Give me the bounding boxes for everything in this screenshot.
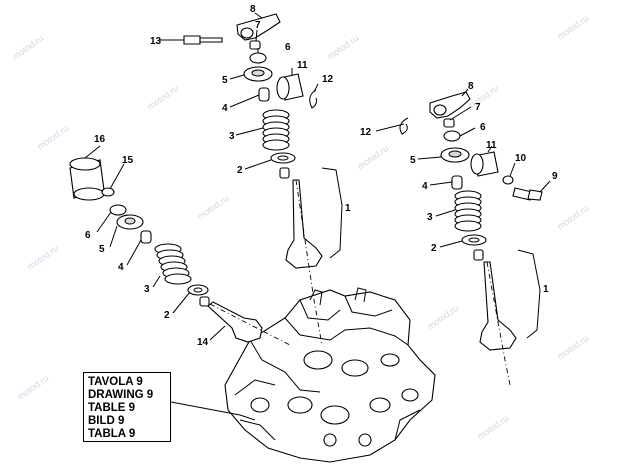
valve-spring-left — [154, 243, 192, 285]
callout-8: 8 — [468, 81, 474, 92]
watermark-text: motod.ru — [555, 333, 590, 362]
callout-14: 14 — [197, 337, 209, 348]
callout-3: 3 — [427, 212, 433, 223]
callout-4: 4 — [118, 262, 124, 273]
watermark-text: motod.ru — [475, 413, 510, 442]
valve-spring-center — [262, 109, 290, 151]
callout-5: 5 — [410, 155, 416, 166]
watermark-text: motod.ru — [425, 303, 460, 332]
callout-2: 2 — [431, 243, 437, 254]
watermark-text: motod.ru — [325, 33, 360, 62]
watermark-text: motod.ru — [35, 123, 70, 152]
cylinder-head — [224, 287, 436, 463]
callout-1: 1 — [543, 284, 549, 295]
watermark-text: motod.ru — [355, 143, 390, 172]
watermark-text: motod.ru — [195, 193, 230, 222]
callout-11: 11 — [297, 60, 308, 71]
callout-6: 6 — [480, 122, 486, 133]
callout-9: 9 — [552, 171, 558, 182]
callout-6: 6 — [85, 230, 91, 241]
callout-7: 7 — [475, 102, 481, 113]
callout-12: 12 — [360, 127, 372, 138]
callout-4: 4 — [222, 103, 228, 114]
title-line-tavola: TAVOLA 9 — [88, 376, 143, 388]
callout-1: 1 — [345, 203, 351, 214]
watermark-text: motod.ru — [555, 13, 590, 42]
watermark-text: motod.ru — [145, 83, 180, 112]
title-block: TAVOLA 9 DRAWING 9 TABLE 9 BILD 9 TABLA … — [83, 372, 171, 442]
callout-11: 11 — [486, 140, 497, 151]
callout-3: 3 — [144, 284, 150, 295]
title-line-drawing: DRAWING 9 — [88, 389, 154, 401]
callout-10: 10 — [515, 153, 527, 164]
title-line-table: TABLE 9 — [88, 402, 136, 414]
callout-5: 5 — [222, 75, 228, 86]
callouts: 8 13 7 6 5 11 12 4 3 2 1 8 12 7 6 5 11 1… — [85, 4, 558, 348]
callout-16: 16 — [94, 134, 106, 145]
callout-15: 15 — [122, 155, 134, 166]
left-valve-assembly — [69, 157, 291, 346]
callout-13: 13 — [150, 36, 162, 47]
valve-spring-right — [454, 190, 482, 232]
watermark-text: motod.ru — [10, 33, 45, 62]
callout-5: 5 — [99, 244, 105, 255]
watermark-text: motod.ru — [555, 203, 590, 232]
callout-6: 6 — [285, 42, 291, 53]
title-line-tabla: TABLA 9 — [88, 428, 136, 440]
callout-12: 12 — [322, 74, 334, 85]
callout-7: 7 — [255, 20, 261, 31]
title-line-bild: BILD 9 — [88, 415, 125, 427]
callout-3: 3 — [229, 131, 235, 142]
watermark-text: motod.ru — [15, 373, 50, 402]
callout-4: 4 — [422, 181, 428, 192]
center-valve-assembly — [183, 13, 343, 346]
callout-2: 2 — [237, 165, 243, 176]
callout-2: 2 — [164, 310, 170, 321]
callout-8: 8 — [250, 4, 256, 15]
right-valve-assembly — [399, 91, 543, 386]
watermark-text: motod.ru — [25, 243, 60, 272]
leader-lines — [84, 12, 551, 421]
